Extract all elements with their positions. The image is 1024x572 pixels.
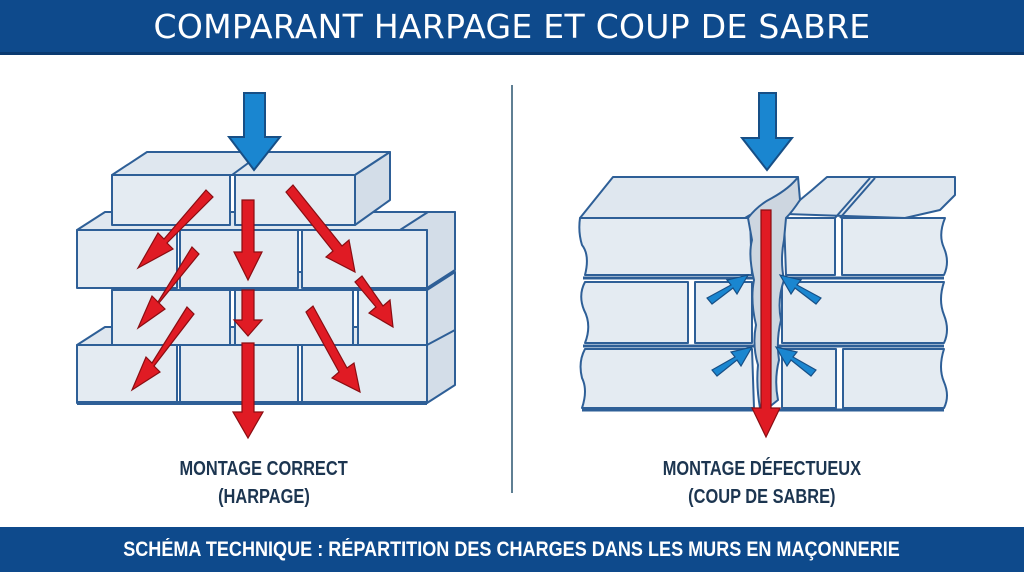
caption-left-line1: MONTAGE CORRECT xyxy=(179,458,349,480)
arrow-diag-right-3 xyxy=(305,305,361,394)
arrow-diag-left-1 xyxy=(136,189,214,270)
caption-left-line2: (HARPAGE) xyxy=(218,486,310,508)
page-title: COMPARANT HARPAGE ET COUP DE SABRE xyxy=(153,6,871,46)
caption-right-line1: MONTAGE DÉFECTUEUX xyxy=(662,458,862,480)
arrow-down-3 xyxy=(231,342,265,440)
compression-arrow-2 xyxy=(778,274,822,305)
compression-arrow-4 xyxy=(774,346,817,377)
panel-divider xyxy=(511,85,513,493)
compression-arrow-3 xyxy=(711,346,754,377)
title-banner: COMPARANT HARPAGE ET COUP DE SABRE xyxy=(0,0,1024,55)
force-arrows xyxy=(130,184,394,440)
footer-banner: SCHÉMA TECHNIQUE : RÉPARTITION DES CHARG… xyxy=(0,527,1024,572)
footer-text: SCHÉMA TECHNIQUE : RÉPARTITION DES CHARG… xyxy=(123,537,901,561)
caption-right: MONTAGE DÉFECTUEUX (COUP DE SABRE) xyxy=(612,455,912,511)
caption-left: MONTAGE CORRECT (HARPAGE) xyxy=(114,455,414,511)
force-arrow-down xyxy=(751,209,781,439)
arrow-down-2 xyxy=(232,289,264,337)
caption-right-line2: (COUP DE SABRE) xyxy=(688,486,836,508)
arrow-diag-left-3 xyxy=(130,306,195,392)
compression-arrow-1 xyxy=(706,274,750,305)
load-arrow-icon xyxy=(226,92,283,172)
arrow-down-1 xyxy=(233,199,263,282)
load-arrow-icon xyxy=(739,92,795,172)
arrow-diag-left-2 xyxy=(136,246,200,330)
arrow-diag-right-1 xyxy=(285,184,356,274)
brick-wall xyxy=(76,151,456,405)
coup-de-sabre-diagram xyxy=(578,92,956,439)
brick-row-1 xyxy=(111,151,391,226)
arrow-diag-right-2 xyxy=(354,275,394,329)
harpage-diagram xyxy=(76,92,456,440)
compression-arrows xyxy=(706,274,822,377)
